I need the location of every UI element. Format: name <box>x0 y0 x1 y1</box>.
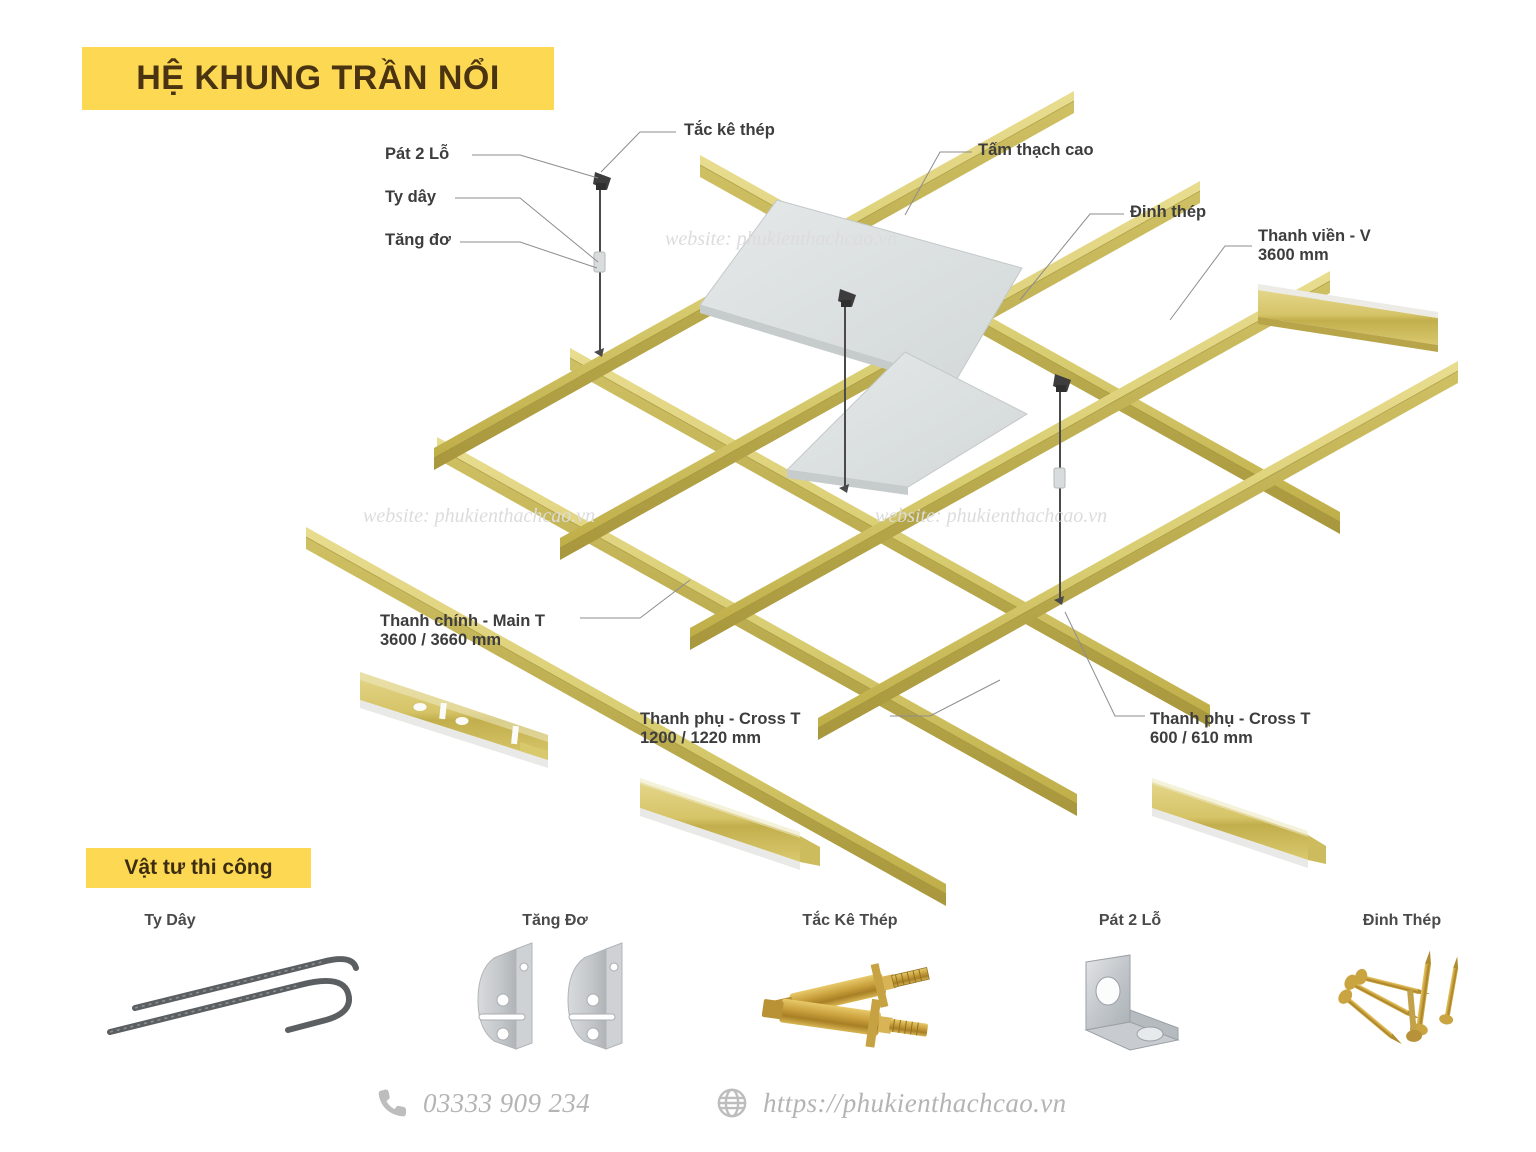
product-cross-t-600-bar <box>1152 778 1326 868</box>
material-label-tang-do: Tăng Đơ <box>522 912 588 929</box>
callout-thanh-vien-v-line1: Thanh viền - V <box>1258 227 1371 245</box>
footer: 03333 909 234 https://phukienthachcao.vn <box>0 1078 1536 1138</box>
callout-ty-day: Ty dây <box>385 188 437 206</box>
angle-bracket-icon <box>1084 954 1180 1051</box>
callout-tang-do: Tăng đơ <box>385 231 451 249</box>
callout-tam-thach-cao: Tấm thạch cao <box>978 141 1094 159</box>
material-label-ty-day: Ty Dây <box>144 912 196 929</box>
threaded-rod-hook-icon <box>107 956 359 1035</box>
footer-phone-text: 03333 909 234 <box>423 1087 591 1118</box>
callout-thanh-vien-v-line2: 3600 mm <box>1258 246 1329 265</box>
steel-nails-icon <box>1338 950 1459 1045</box>
globe-icon <box>717 1088 747 1118</box>
product-cross-t-1200-bar <box>640 778 820 870</box>
watermark: website: phukienthachcao.vn <box>875 505 1108 527</box>
footer-website-text: https://phukienthachcao.vn <box>763 1087 1067 1118</box>
callout-cross-t-600-line2: 600 / 610 mm <box>1150 729 1253 748</box>
callout-cross-t-1200: Thanh phụ - Cross T 1200 / 1220 mm <box>640 710 800 749</box>
watermark: website: phukienthachcao.vn <box>363 505 596 527</box>
footer-website[interactable]: https://phukienthachcao.vn <box>715 1086 1067 1120</box>
materials-section-title: Vật tư thi công <box>124 856 273 879</box>
hanger-assembly-right <box>1053 374 1071 605</box>
hanger-assembly-left <box>593 172 611 357</box>
grid-main-runners <box>305 154 1341 907</box>
page-title: HỆ KHUNG TRẦN NỔI <box>136 59 500 97</box>
material-label-tac-ke-thep: Tắc Kê Thép <box>802 912 898 929</box>
callout-thanh-chinh-main-t: Thanh chính - Main T 3600 / 3660 mm <box>380 612 545 651</box>
product-main-t-bar <box>360 672 548 768</box>
callout-thanh-chinh-line1: Thanh chính - Main T <box>380 612 545 630</box>
gypsum-panel-lower <box>785 351 1029 495</box>
material-label-dinh-thep: Đinh Thép <box>1362 912 1442 929</box>
watermark: website: phukienthachcao.vn <box>665 228 898 250</box>
footer-phone: 03333 909 234 <box>375 1086 590 1120</box>
grid-cross-runners <box>433 90 1459 741</box>
phone-icon <box>378 1089 407 1117</box>
callout-cross-t-1200-line1: Thanh phụ - Cross T <box>640 710 801 728</box>
callout-tac-ke-thep: Tắc kê thép <box>684 121 775 139</box>
hanger-assembly-middle <box>838 289 856 493</box>
callout-pat-2-lo: Pát 2 Lỗ <box>385 145 450 163</box>
callout-dinh-thep: Đinh thép <box>1130 203 1207 221</box>
expansion-anchor-bolt-icon <box>761 963 930 1048</box>
title-banner: HỆ KHUNG TRẦN NỔI <box>82 47 554 110</box>
product-v-angle-bar <box>1258 284 1438 352</box>
material-label-pat-2-lo: Pát 2 Lỗ <box>1098 912 1162 929</box>
callout-cross-t-600-line1: Thanh phụ - Cross T <box>1150 710 1311 728</box>
callout-cross-t-1200-line2: 1200 / 1220 mm <box>640 729 762 748</box>
callout-thanh-chinh-line2: 3600 / 3660 mm <box>380 631 502 650</box>
callout-cross-t-600: Thanh phụ - Cross T 600 / 610 mm <box>1150 710 1310 749</box>
turnbuckle-plates-icon <box>477 942 623 1050</box>
materials-section-banner: Vật tư thi công <box>86 848 311 888</box>
callout-thanh-vien-v: Thanh viền - V 3600 mm <box>1258 227 1371 266</box>
